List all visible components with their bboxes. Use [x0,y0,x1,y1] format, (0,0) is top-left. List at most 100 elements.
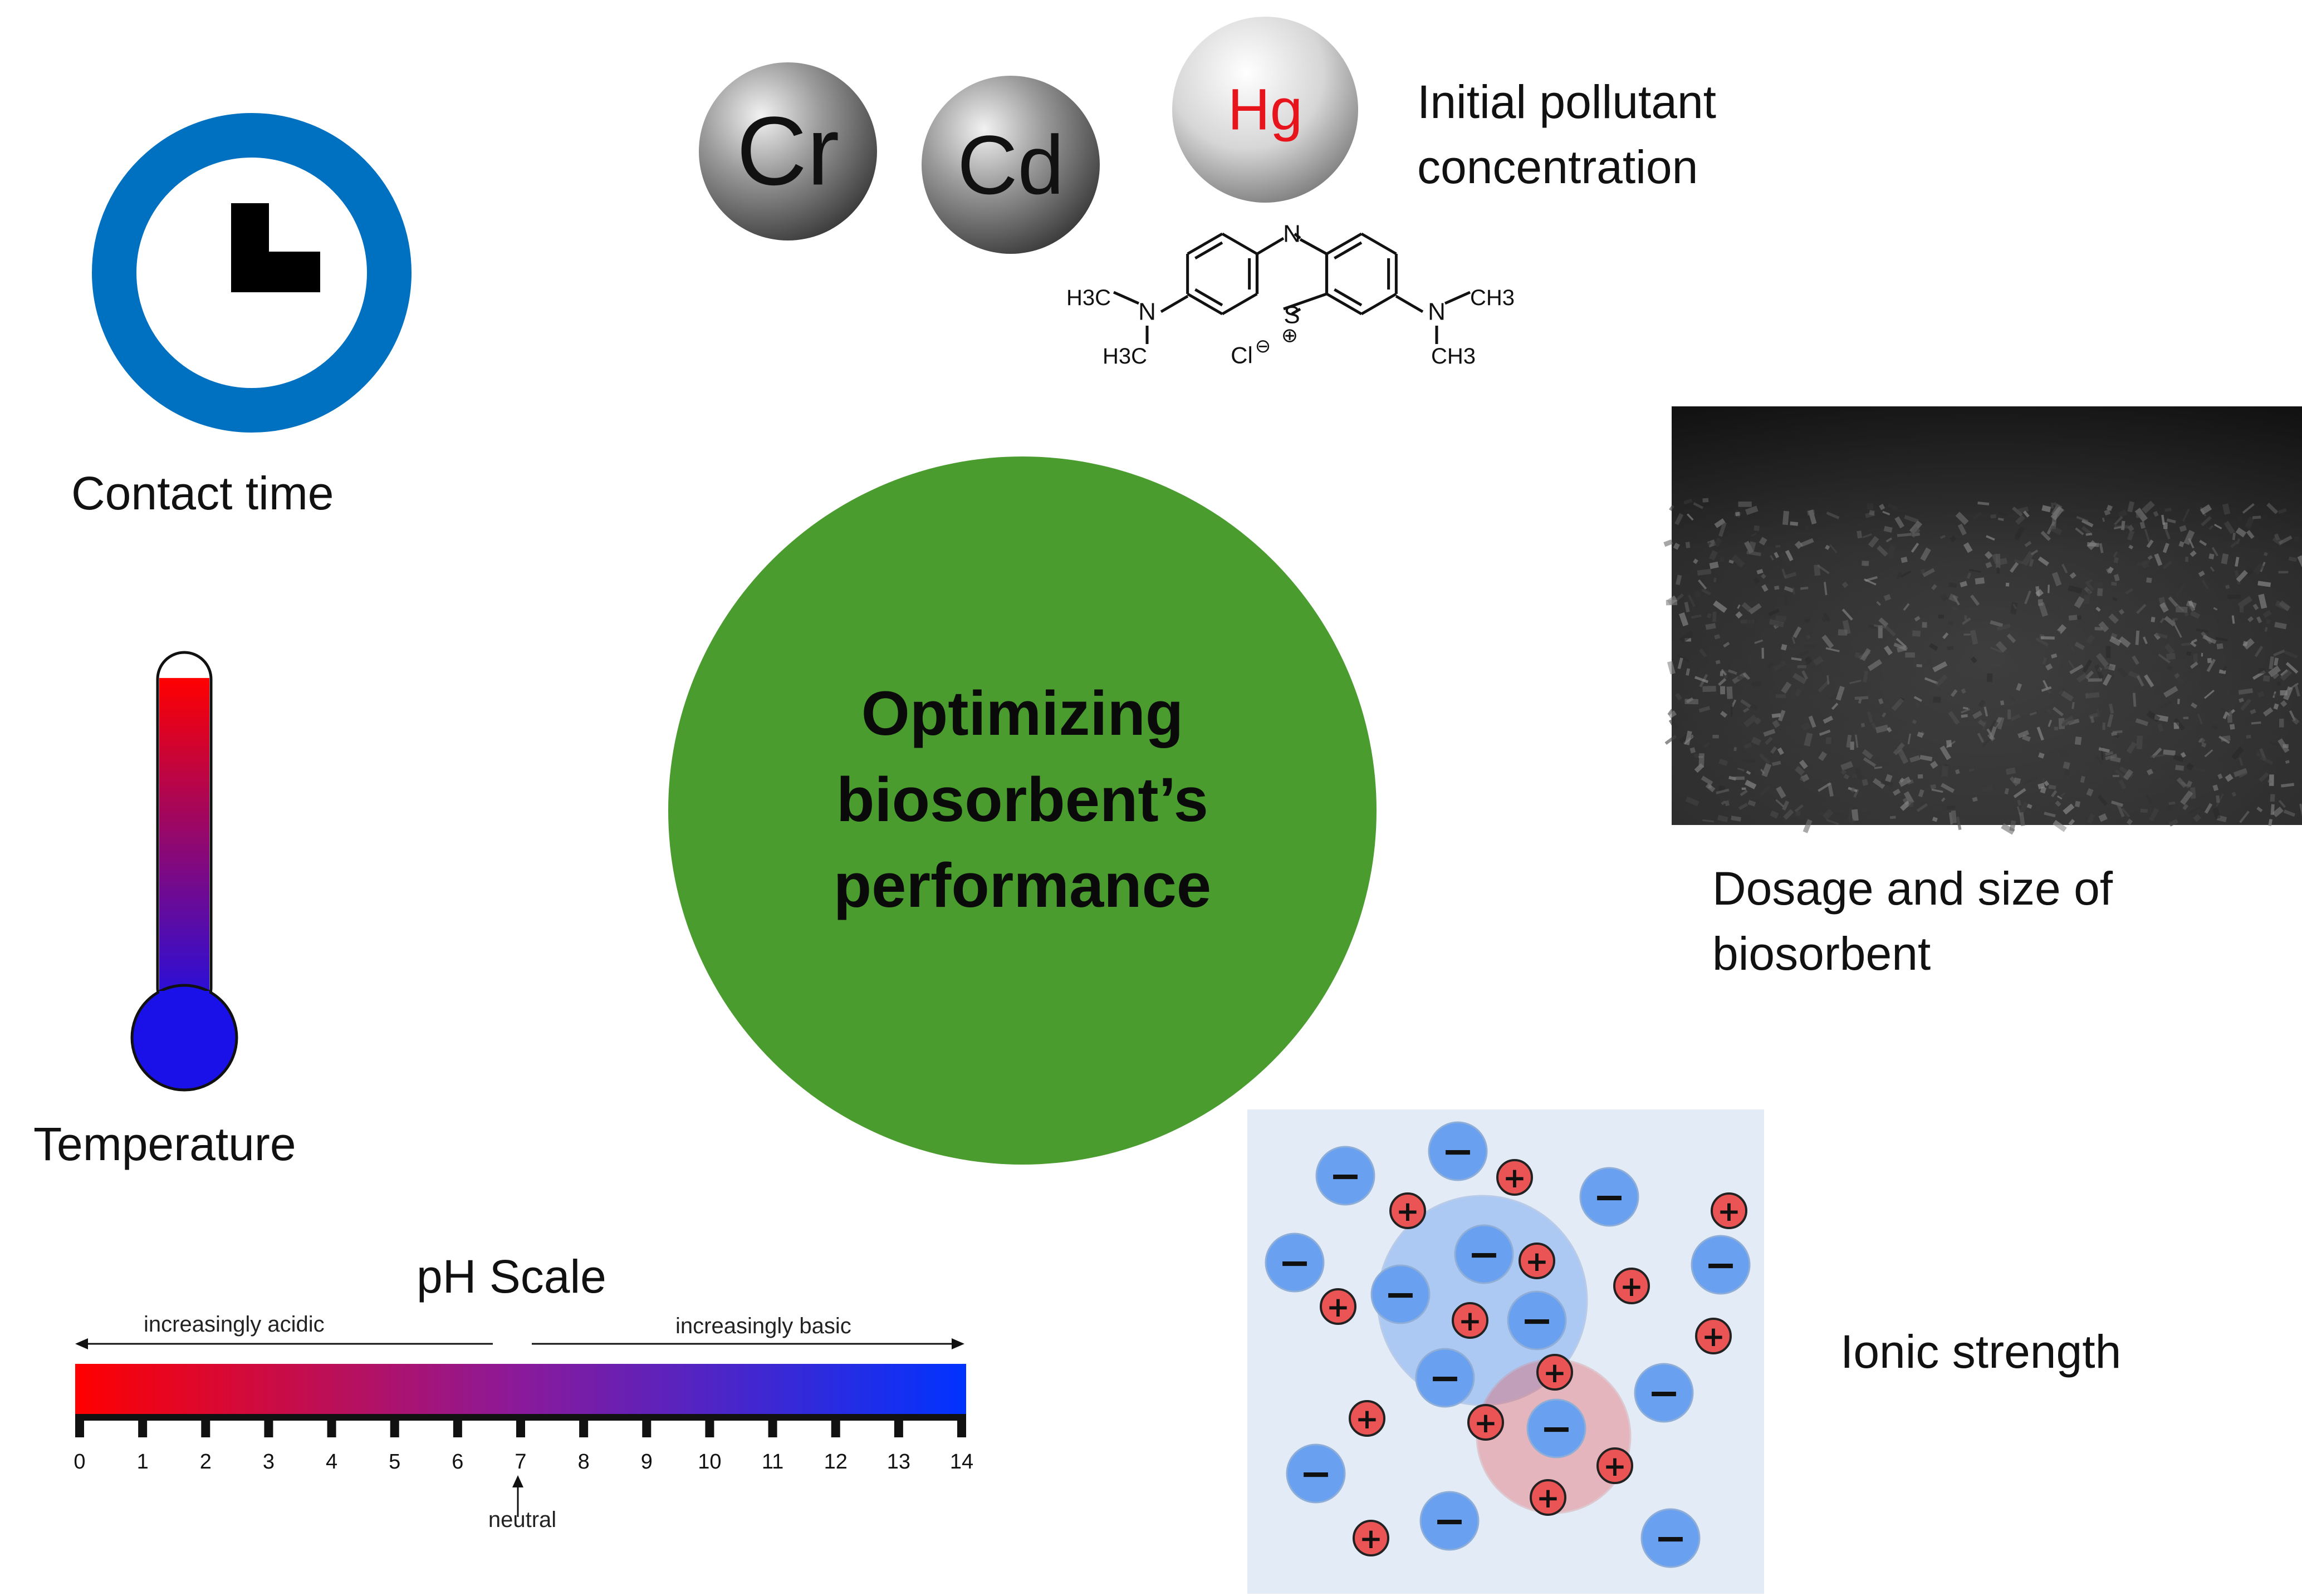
molecule-counter-ion: Cl [1231,342,1253,369]
molecule-n-right: N [1428,298,1446,326]
molecule-left-methyl-top: H3C [1066,286,1111,310]
ph-tick-10: 10 [698,1450,721,1474]
ph-tick-5: 5 [389,1450,400,1474]
positive-ion: + [1711,1192,1747,1229]
thermometer-icon [130,651,238,1092]
dosage-label-line2: biosorbent [1712,927,1931,980]
svg-text:+: + [1396,1195,1419,1227]
svg-text:−: − [1279,1240,1311,1285]
ionic-strength-label: Ionic strength [1840,1325,2122,1378]
svg-text:−: − [1433,1498,1466,1544]
ph-basic-label: increasingly basic [675,1314,851,1338]
contact-time-label: Contact time [71,467,334,519]
dosage-label-line1: Dosage and size of [1712,862,2113,915]
molecule-n-top: N [1283,220,1301,248]
negative-ion: − [1691,1235,1751,1295]
svg-text:+: + [1503,1162,1526,1194]
ph-tick-3: 3 [263,1450,275,1474]
metal-sphere-cd: Cd [922,76,1100,254]
ph-tick-1: 1 [137,1450,149,1474]
svg-text:+: + [1603,1450,1627,1482]
negative-ion: − [1579,1167,1639,1227]
svg-text:−: − [1593,1174,1626,1220]
positive-ion: + [1596,1447,1633,1484]
ph-tick-0: 0 [74,1450,85,1474]
metal-sphere-cr: Cr [699,62,877,240]
molecule-right-methyl-top: CH3 [1470,286,1515,310]
svg-text:−: − [1705,1242,1737,1288]
molecule-left-methyl-bottom: H3C [1103,344,1147,369]
metal-symbol-cd: Cd [957,118,1064,212]
ionic-strength-diagram: −−−−−−−−−−−−−−++++++++++++++ [1247,1109,1764,1594]
svg-text:−: − [1384,1271,1417,1317]
svg-text:−: − [1521,1298,1554,1343]
svg-text:−: − [1654,1515,1687,1561]
initial-concentration-label-line1: Initial pollutant [1417,76,1717,128]
molecule-s: S [1284,302,1300,329]
positive-ion: + [1536,1354,1573,1391]
svg-text:+: + [1525,1245,1549,1278]
negative-ion: − [1454,1224,1514,1284]
svg-text:−: − [1329,1153,1362,1199]
molecule-right-methyl-bottom: CH3 [1431,344,1476,369]
ph-tick-7: 7 [515,1450,526,1474]
positive-ion: + [1389,1192,1426,1229]
svg-text:+: + [1536,1482,1560,1514]
initial-concentration-label-line2: concentration [1417,141,1698,193]
temperature-label: Temperature [33,1118,296,1170]
svg-text:+: + [1355,1403,1379,1435]
clock-icon [92,113,412,433]
svg-text:−: − [1429,1355,1462,1401]
positive-ion: + [1496,1159,1533,1196]
ph-tick-12: 12 [824,1450,848,1474]
center-circle [668,456,1377,1165]
ph-tick-2: 2 [200,1450,212,1474]
biosorbent-photo [1663,406,2302,835]
positive-ion: + [1452,1302,1488,1339]
svg-text:+: + [1359,1523,1383,1555]
ph-tick-6: 6 [452,1450,463,1474]
negative-ion: − [1315,1146,1375,1206]
ph-scale-title: pH Scale [417,1250,606,1303]
svg-text:+: + [1326,1291,1350,1323]
negative-ion: − [1415,1348,1475,1408]
positive-ion: + [1695,1318,1732,1354]
metal-symbol-hg: Hg [1228,77,1302,143]
ph-tick-11: 11 [762,1450,783,1474]
negative-ion: − [1428,1121,1488,1181]
svg-text:−: − [1648,1370,1681,1416]
metal-symbol-cr: Cr [737,97,840,206]
metal-sphere-hg: Hg [1172,17,1358,203]
ph-tick-4: 4 [326,1450,337,1474]
positive-ion: + [1519,1243,1555,1279]
positive-ion: + [1353,1520,1389,1556]
ph-tick-13: 13 [887,1450,910,1474]
svg-text:+: + [1458,1305,1482,1337]
svg-text:+: + [1474,1407,1497,1439]
negative-ion: − [1634,1363,1694,1423]
molecule-n-left: N [1138,298,1156,326]
positive-ion: + [1613,1268,1650,1304]
molecule-counter-charge: ⊖ [1255,336,1271,357]
positive-ion: + [1320,1288,1356,1325]
positive-ion: + [1467,1404,1504,1441]
negative-ion: − [1286,1443,1346,1504]
negative-ion: − [1419,1491,1480,1551]
positive-ion: + [1530,1479,1566,1516]
metal-ions-group: Cr Cd Hg [699,17,1358,254]
negative-ion: − [1265,1232,1325,1293]
ph-acidic-label: increasingly acidic [144,1312,325,1337]
svg-text:+: + [1717,1195,1741,1227]
ph-tick-8: 8 [578,1450,590,1474]
svg-text:−: − [1442,1128,1475,1174]
svg-text:−: − [1300,1451,1333,1496]
negative-ion: − [1526,1398,1586,1459]
center-title: Optimizing biosorbent’s performance [833,679,1212,921]
svg-text:−: − [1540,1406,1573,1451]
negative-ion: − [1507,1290,1567,1351]
negative-ion: − [1370,1264,1431,1324]
